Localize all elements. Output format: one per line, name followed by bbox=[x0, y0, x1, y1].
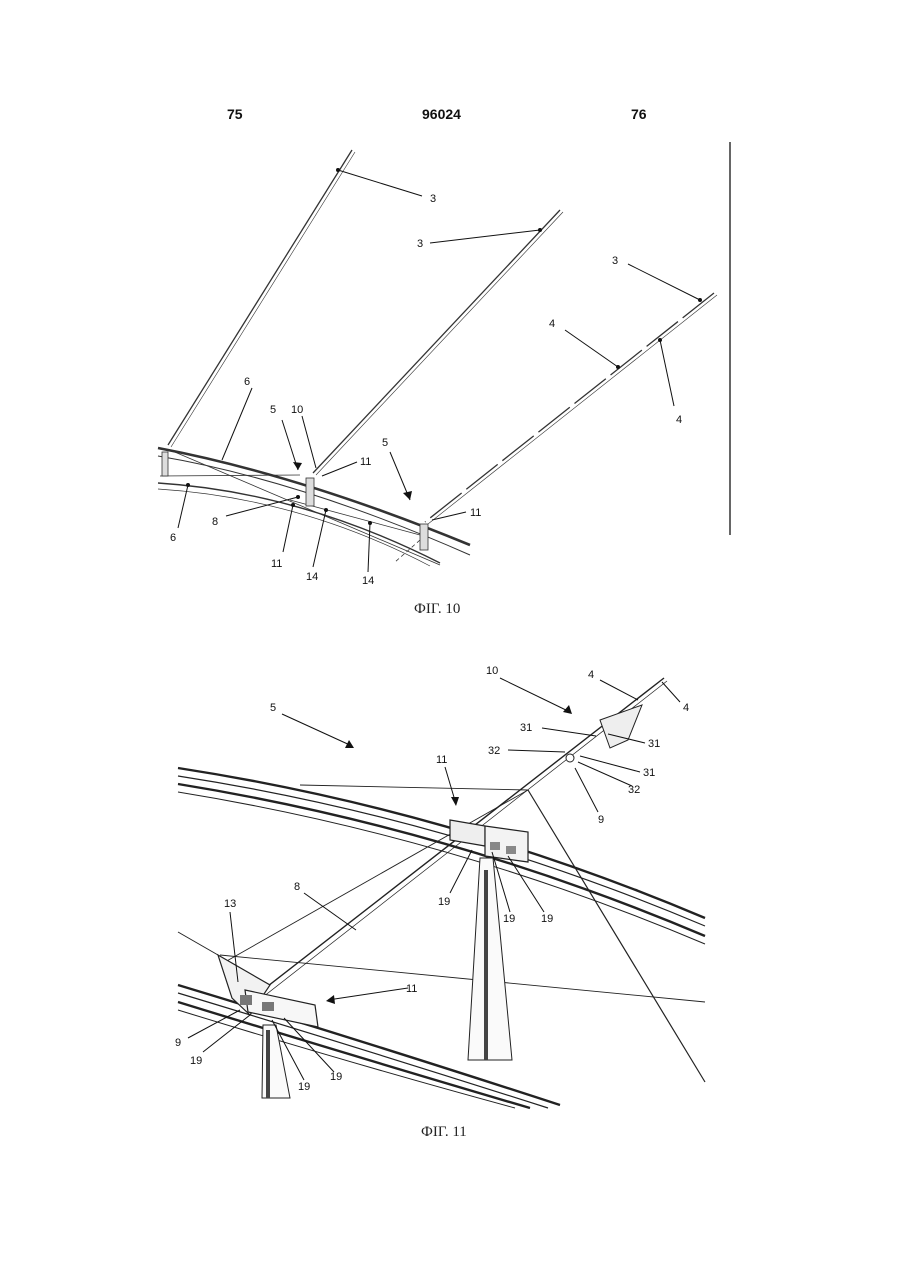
fig11-label: 10 bbox=[486, 665, 498, 677]
figure-10-caption: ФІГ. 10 bbox=[414, 601, 460, 617]
fig11-label: 9 bbox=[598, 814, 604, 826]
fig11-label: 19 bbox=[190, 1055, 202, 1067]
figure-11-drawing bbox=[178, 678, 705, 1108]
fig11-label: 32 bbox=[628, 784, 640, 796]
fig11-label: 4 bbox=[588, 669, 594, 681]
fig10-label: 3 bbox=[430, 193, 436, 205]
fig11-label: 19 bbox=[298, 1081, 310, 1093]
fig11-label: 19 bbox=[438, 896, 450, 908]
fig10-label: 14 bbox=[306, 571, 318, 583]
fig11-label: 31 bbox=[643, 767, 655, 779]
fig11-label: 11 bbox=[406, 983, 417, 995]
fig10-label: 10 bbox=[291, 404, 303, 416]
fig10-label: 14 bbox=[362, 575, 374, 587]
fig11-label: 19 bbox=[330, 1071, 342, 1083]
fig11-label: 5 bbox=[270, 702, 276, 714]
fig10-label: 11 bbox=[271, 558, 282, 570]
fig10-label: 11 bbox=[360, 456, 371, 468]
figure-11-caption: ФІГ. 11 bbox=[421, 1124, 467, 1140]
fig11-label: 19 bbox=[541, 913, 553, 925]
fig10-label: 6 bbox=[244, 376, 250, 388]
fig11-label: 9 bbox=[175, 1037, 181, 1049]
fig11-label: 11 bbox=[436, 754, 447, 766]
fig10-label: 3 bbox=[417, 238, 423, 250]
fig10-label: 5 bbox=[270, 404, 276, 416]
fig10-label: 4 bbox=[676, 414, 682, 426]
fig11-label: 31 bbox=[520, 722, 532, 734]
fig10-label: 6 bbox=[170, 532, 176, 544]
fig10-label: 5 bbox=[382, 437, 388, 449]
fig11-label: 31 bbox=[648, 738, 660, 750]
figure-10-drawing bbox=[158, 142, 730, 572]
fig10-label: 4 bbox=[549, 318, 555, 330]
fig11-label: 13 bbox=[224, 898, 236, 910]
fig11-label: 19 bbox=[503, 913, 515, 925]
fig10-label: 11 bbox=[470, 507, 481, 519]
fig11-label: 8 bbox=[294, 881, 300, 893]
fig10-label: 3 bbox=[612, 255, 618, 267]
fig11-label: 4 bbox=[683, 702, 689, 714]
fig11-label: 32 bbox=[488, 745, 500, 757]
fig10-label: 8 bbox=[212, 516, 218, 528]
